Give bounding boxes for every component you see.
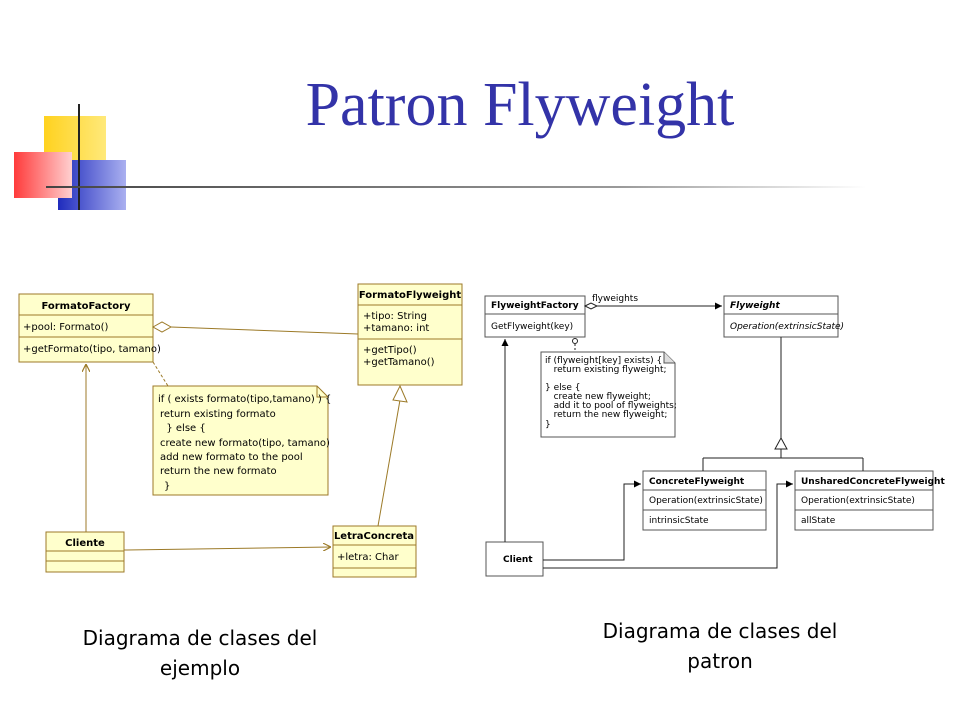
caption-line: Diagrama de clases del bbox=[82, 626, 318, 650]
note-line: } bbox=[164, 481, 170, 492]
caption-example: Diagrama de clases del ejemplo bbox=[55, 623, 345, 683]
cliente-to-letra bbox=[123, 547, 331, 550]
class-name: FormatoFactory bbox=[41, 301, 131, 312]
note-line: create new flyweight; bbox=[545, 392, 651, 402]
caption-line: ejemplo bbox=[159, 656, 241, 680]
example-class-diagram: FormatoFactory +pool: Formato() +getForm… bbox=[18, 283, 463, 578]
note-line: } bbox=[545, 420, 551, 430]
note-line: } else { bbox=[545, 383, 580, 393]
class-name: FlyweightFactory bbox=[491, 301, 579, 311]
class-name: UnsharedConcreteFlyweight bbox=[801, 477, 945, 487]
note-example-pseudocode: if ( exists formato(tipo,tamano) ) { ret… bbox=[152, 385, 331, 496]
note-line: create new formato(tipo, tamano) bbox=[160, 438, 330, 449]
class-attribute: +tipo: String bbox=[363, 311, 427, 322]
client-to-unshared bbox=[543, 480, 793, 569]
class-operation: +getTamano() bbox=[363, 357, 435, 368]
note-line: return the new flyweight; bbox=[545, 410, 667, 420]
class-attribute: intrinsicState bbox=[649, 516, 709, 526]
note-line: return the new formato bbox=[160, 466, 277, 477]
note-line: return existing flyweight; bbox=[545, 365, 667, 375]
decorative-squares-logo bbox=[14, 104, 866, 210]
pattern-class-diagram: FlyweightFactory GetFlyweight(key) Flywe… bbox=[484, 294, 945, 577]
class-name: Cliente bbox=[65, 538, 105, 549]
class-name: FormatoFlyweight bbox=[359, 290, 462, 301]
note-anchor bbox=[152, 361, 169, 387]
class-name: ConcreteFlyweight bbox=[649, 477, 745, 487]
example-relationships bbox=[86, 321, 408, 550]
class-attribute: +pool: Formato() bbox=[23, 322, 109, 333]
class-attribute: +letra: Char bbox=[337, 552, 399, 563]
aggregation-line bbox=[170, 326, 359, 335]
class-name: Flyweight bbox=[730, 301, 780, 311]
generalization-line bbox=[377, 399, 401, 527]
class-operation: Operation(extrinsicState) bbox=[801, 496, 915, 506]
class-name: LetraConcreta bbox=[334, 531, 414, 542]
aggregation-diamond bbox=[151, 321, 173, 333]
class-formato-flyweight: FormatoFlyweight +tipo: String +tamano: … bbox=[357, 283, 463, 386]
slide-title: Patron Flyweight bbox=[305, 71, 735, 139]
horizontal-rule bbox=[46, 186, 866, 188]
class-flyweight: Flyweight Operation(extrinsicState) bbox=[723, 295, 844, 338]
class-formato-factory: FormatoFactory +pool: Formato() +getForm… bbox=[18, 293, 161, 363]
class-operation: GetFlyweight(key) bbox=[491, 322, 573, 332]
association-label: flyweights bbox=[592, 294, 638, 304]
note-line: add it to pool of flyweights; bbox=[545, 401, 677, 411]
generalization-branches bbox=[702, 449, 864, 471]
class-concrete-flyweight: ConcreteFlyweight Operation(extrinsicSta… bbox=[642, 470, 767, 531]
note-line: } else { bbox=[160, 423, 206, 434]
caption-line: Diagrama de clases del bbox=[602, 619, 838, 643]
client-to-concrete bbox=[543, 480, 641, 561]
class-attribute: +tamano: int bbox=[363, 323, 429, 334]
class-letra-concreta: LetraConcreta +letra: Char bbox=[332, 525, 417, 578]
pattern-relationships bbox=[501, 302, 864, 569]
class-attribute: allState bbox=[801, 516, 836, 526]
caption-pattern: Diagrama de clases del patron bbox=[575, 616, 865, 676]
note-pattern-pseudocode: if (flyweight[key] exists) { return exis… bbox=[540, 351, 677, 438]
generalization-triangle bbox=[392, 384, 408, 403]
note-line: if ( exists formato(tipo,tamano) ) { bbox=[158, 394, 331, 405]
note-line: return existing formato bbox=[160, 409, 276, 420]
class-operation: Operation(extrinsicState) bbox=[649, 496, 763, 506]
class-operation: +getFormato(tipo, tamano) bbox=[23, 344, 161, 355]
note-line: add new formato to the pool bbox=[160, 452, 303, 463]
class-name: Client bbox=[503, 555, 533, 565]
caption-line: patron bbox=[687, 649, 753, 673]
note-anchor-dot bbox=[572, 338, 578, 344]
class-flyweight-factory: FlyweightFactory GetFlyweight(key) bbox=[484, 295, 586, 338]
class-unshared-concrete-flyweight: UnsharedConcreteFlyweight Operation(extr… bbox=[794, 470, 945, 531]
red-square bbox=[14, 152, 72, 198]
note-line: if (flyweight[key] exists) { bbox=[545, 356, 662, 366]
class-operation: Operation(extrinsicState) bbox=[730, 322, 844, 332]
uml-diagrams: FormatoFactory +pool: Formato() +getForm… bbox=[18, 283, 945, 578]
class-cliente: Cliente bbox=[45, 531, 125, 573]
class-operation: +getTipo() bbox=[363, 345, 417, 356]
class-client: Client bbox=[485, 541, 544, 577]
generalization-triangle bbox=[774, 436, 788, 450]
